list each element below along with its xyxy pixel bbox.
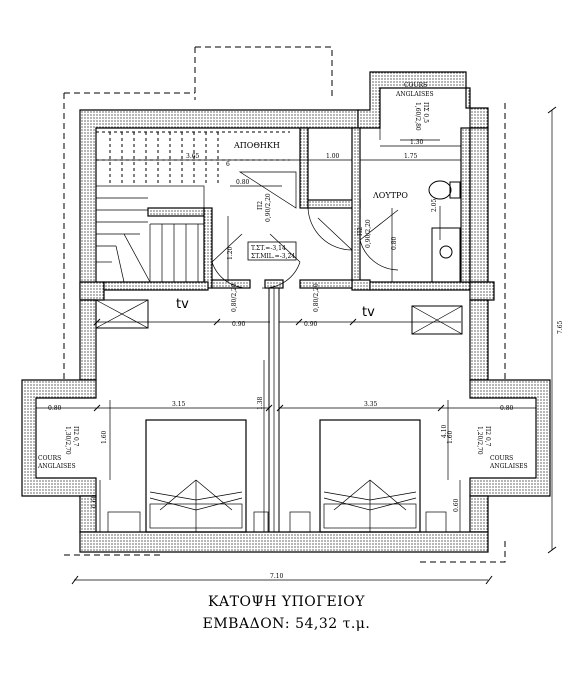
dim-1-30: 1.30 xyxy=(410,139,424,146)
cours-right-label-1: COURS xyxy=(490,455,513,462)
tv-right-label: tv xyxy=(362,305,375,320)
dim-0-90-left: 0.90 xyxy=(232,321,246,328)
dim-0-80-left: 0.80 xyxy=(48,405,62,412)
dim-4-10: 4.10 xyxy=(441,424,448,438)
bath-label: ΛΟΥΤΡΟ xyxy=(372,191,408,200)
plan-area: ΕΜΒΑΔΟΝ: 54,32 τ.μ. xyxy=(202,616,371,632)
dim-6: 6 xyxy=(226,161,230,168)
door-note-3: 0,80/2,20 xyxy=(231,283,238,312)
dim-0-80-right: 0.80 xyxy=(500,405,514,412)
window-top-note-1: ΠΣ 0,5 xyxy=(422,102,429,123)
dim-0-90-right: 0.90 xyxy=(304,321,318,328)
dimension-ticks xyxy=(71,106,557,585)
exterior-walls xyxy=(21,71,551,553)
level-line-2: ΣT.MIL.=-3,24 xyxy=(251,253,295,260)
tv-left-label: tv xyxy=(176,297,189,312)
dim-7-65: 7.65 xyxy=(557,320,564,334)
plan-title: ΚΑΤΟΨΗ ΥΠΟΓΕΙΟΥ xyxy=(208,594,365,610)
storage-label: ΑΠΟΘΗΚΗ xyxy=(233,141,280,150)
bathroom-fixtures xyxy=(379,128,461,283)
door-note-4: 0,80/2,20 xyxy=(313,283,320,312)
cours-left-label-1: COURS xyxy=(38,455,61,462)
tv-units xyxy=(95,299,463,335)
level-line-1: T.ΣT.=-3,14 xyxy=(251,245,286,252)
cours-left-label-2: ANGLAISES xyxy=(37,463,76,470)
cours-top-label-1: COURS xyxy=(404,82,427,89)
dimension-lines xyxy=(36,110,553,581)
dim-3-15: 3.15 xyxy=(172,401,186,408)
dim-0-80-top: 0.80 xyxy=(236,179,250,186)
level-box xyxy=(247,241,297,261)
dim-1-75: 1.75 xyxy=(404,153,418,160)
window-right-note-1: Π2 0,7 xyxy=(484,426,491,447)
dim-3-65: 3.65 xyxy=(186,153,200,160)
window-right-note-2: 1,20/2,70 xyxy=(476,426,483,455)
dim-0-80-bath: 0.80 xyxy=(391,236,398,250)
door-note-2a: Π2 xyxy=(357,227,364,236)
dim-1-20: 1.20 xyxy=(227,246,234,260)
dim-0-60-left: 0.60 xyxy=(91,494,98,508)
bed-left xyxy=(145,419,247,533)
dim-1-60-right: 1.60 xyxy=(447,430,454,444)
door-note-1b: 0,90/2,20 xyxy=(265,193,272,222)
bed-right xyxy=(319,419,421,533)
dashed-outlines xyxy=(63,46,506,563)
door-swings xyxy=(211,171,399,289)
door-note-1a: Π2 xyxy=(257,201,264,210)
dim-1-00: 1.00 xyxy=(326,153,340,160)
dim-7-10: 7.10 xyxy=(270,573,284,580)
dim-1-60-left: 1.60 xyxy=(101,430,108,444)
window-left-note-1: Π2 0,7 xyxy=(72,426,79,447)
cours-right-label-2: ANGLAISES xyxy=(489,463,528,470)
dim-0-60-right: 0.60 xyxy=(453,498,460,512)
cours-top-label-2: ANGLAISES xyxy=(395,91,434,98)
interior-walls xyxy=(103,127,471,533)
window-left-note-2: 1,30/2,70 xyxy=(64,426,71,455)
dim-1-38: 1.38 xyxy=(257,396,264,410)
nightstands xyxy=(107,511,447,533)
dim-2-05: 2.05 xyxy=(431,198,438,212)
window-top-note-2: 1,60/2,80 xyxy=(414,102,421,131)
door-note-2b: 0,90/2,20 xyxy=(365,219,372,248)
dim-3-35: 3.35 xyxy=(364,401,378,408)
